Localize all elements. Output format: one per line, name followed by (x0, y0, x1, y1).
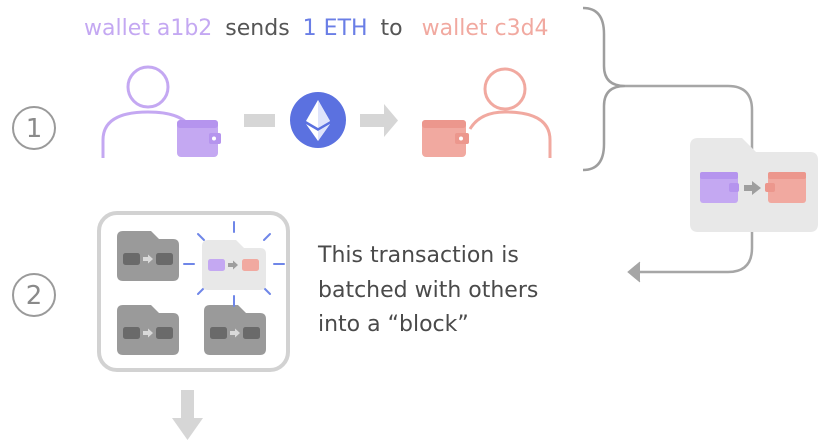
amount-label: 1 ETH (303, 16, 368, 41)
step-1-number: 1 (26, 114, 43, 144)
from-wallet-label: wallet a1b2 (84, 16, 212, 41)
to-wallet-label: wallet c3d4 (422, 16, 549, 41)
receiver-person-wallet-icon (422, 67, 552, 158)
connector-dash (244, 114, 275, 127)
step-2-number: 2 (26, 281, 43, 311)
caption-line-3: into a “block” (318, 312, 469, 337)
send-arrow-icon (360, 104, 398, 137)
highlighted-transaction (183, 221, 285, 307)
sender-person-wallet-icon (101, 65, 221, 158)
flow-arrowhead-icon (627, 261, 641, 283)
ethereum-icon (290, 92, 346, 148)
down-arrow-icon (172, 390, 203, 440)
sends-label: sends (225, 16, 289, 41)
caption-line-2: batched with others (318, 278, 538, 303)
block-caption: This transaction is batched with others … (317, 243, 538, 337)
curly-bracket (582, 6, 626, 172)
to-label: to (381, 16, 403, 41)
svg-text:wallet a1b2 sends 1 ET: wallet a1b2 sends 1 ETH to wallet c3d4 (84, 16, 549, 41)
step-1-badge: 1 (12, 106, 56, 150)
step-2-badge: 2 (12, 273, 56, 317)
transaction-document-icon (690, 138, 818, 232)
caption-line-1: This transaction is (317, 243, 519, 268)
